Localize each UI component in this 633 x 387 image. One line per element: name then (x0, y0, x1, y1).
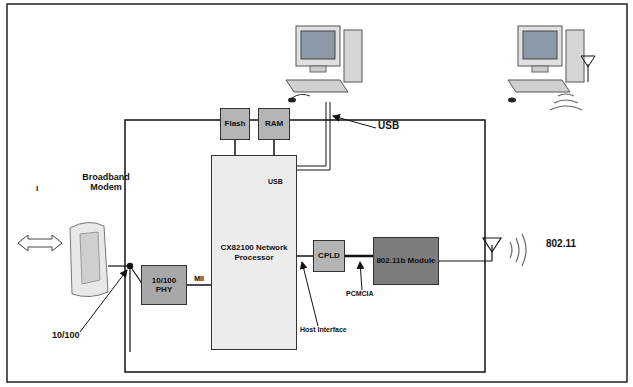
modem-illustration (70, 222, 108, 296)
connector (187, 285, 211, 286)
leader-line (360, 262, 362, 290)
port-label: USB (268, 178, 283, 186)
connector (274, 140, 275, 155)
radio-waves (510, 94, 582, 266)
memory-chip: RAM (258, 108, 290, 140)
leader-line (80, 270, 127, 332)
board-outline (125, 120, 485, 372)
frame (7, 4, 627, 382)
port-label: 10/100 (52, 330, 80, 340)
box-text: 802.11b Module (375, 255, 436, 266)
leader-line (333, 116, 376, 128)
box-text: RAM (264, 118, 284, 129)
usb-wire (295, 102, 330, 170)
standard-label: 802.11 (546, 238, 576, 250)
device-label: Broadband Modem (76, 172, 136, 193)
bidirectional-arrow (18, 235, 62, 251)
cpld-chip: CPLD (313, 240, 345, 272)
wireless-module: 802.11b Module (373, 237, 439, 285)
computer-illustration (508, 26, 595, 103)
box-text: 10/100 PHY (142, 275, 186, 295)
phy-chip: 10/100 PHY (141, 265, 187, 305)
interface-label: USB (378, 120, 399, 132)
signal-label: MII (193, 275, 205, 283)
box-text: CX82100 Network Processor (212, 242, 296, 262)
ethernet-wire (108, 263, 143, 352)
memory-chip: Flash (220, 108, 250, 140)
callout-label: Host Interface (300, 326, 347, 334)
interface-label: PCMCIA (346, 290, 374, 298)
processor-chip: CX82100 Network Processor (211, 155, 297, 350)
connector (345, 256, 373, 257)
antenna-symbol (437, 238, 501, 261)
connector (297, 256, 313, 257)
connector (235, 140, 236, 155)
box-text: Flash (224, 118, 247, 129)
box-text: CPLD (317, 250, 341, 261)
computer-illustration (286, 26, 362, 103)
mark-label: I (36, 184, 38, 193)
